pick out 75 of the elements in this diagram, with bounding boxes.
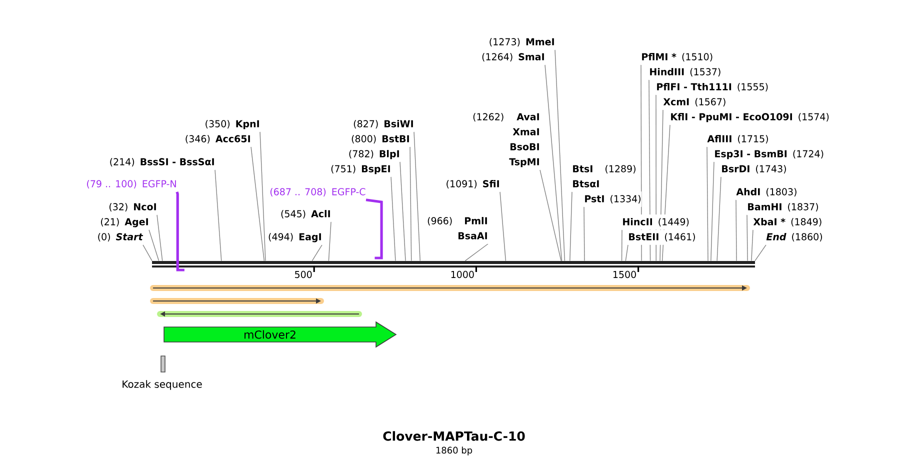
leader-line bbox=[554, 50, 566, 262]
leader-line bbox=[142, 244, 152, 262]
leader-line bbox=[746, 214, 748, 262]
cut-site-label: BstEII (1461) bbox=[629, 232, 695, 242]
cut-site-label: XcmI (1567) bbox=[663, 98, 726, 106]
leader-line bbox=[464, 244, 488, 262]
cut-site-label: (827) BsiWI bbox=[354, 120, 413, 128]
leader-line bbox=[640, 64, 642, 262]
leader-line bbox=[410, 146, 412, 262]
leader-line bbox=[312, 244, 322, 262]
cut-site-label: (1262) AvaI XmaI BsoBI TspMI bbox=[473, 112, 539, 168]
caption: 1860 bp bbox=[436, 446, 472, 456]
cut-site-label: (1264) SmaI bbox=[482, 52, 544, 62]
leader-line bbox=[625, 244, 628, 262]
leader-line bbox=[214, 170, 222, 262]
leader-line bbox=[736, 200, 737, 262]
cut-site-label: (800) BstBI bbox=[352, 134, 409, 144]
cut-site-label: (21) AgeI bbox=[101, 218, 148, 228]
leader-line bbox=[148, 230, 160, 262]
cut-site-label: XbaI * (1849) bbox=[753, 218, 822, 226]
cut-site-label: (494) EagI bbox=[268, 232, 321, 242]
cut-site-label: PflFI - Tth111I (1555) bbox=[657, 82, 768, 92]
cut-site-label: HindIII (1537) bbox=[650, 68, 720, 76]
leader-line bbox=[716, 176, 722, 262]
primer-label: (79 .. 100) EGFP-N bbox=[87, 180, 176, 188]
scale-label: 1500 bbox=[613, 270, 636, 278]
leader-line bbox=[156, 214, 163, 262]
cut-site-label: (1273) MmeI bbox=[490, 38, 554, 46]
cut-site-label: (782) BlpI bbox=[349, 150, 399, 160]
leader-line bbox=[570, 192, 572, 262]
leader-line bbox=[544, 64, 562, 262]
leader-line bbox=[366, 198, 383, 260]
cut-site-label: BsrDI (1743) bbox=[722, 164, 786, 174]
cut-site-label: (751) BspEI bbox=[331, 164, 390, 174]
leader-line bbox=[754, 244, 766, 262]
cut-site-label: (966) PmlI BsaAI bbox=[428, 216, 487, 240]
cut-site-label: PstI (1334) bbox=[585, 194, 640, 204]
leader-line bbox=[390, 176, 396, 262]
leader-line bbox=[584, 206, 585, 262]
cut-site-label: (32) NcoI bbox=[109, 202, 156, 212]
leader-line bbox=[400, 162, 406, 262]
leader-line bbox=[710, 162, 714, 262]
cut-site-label: End (1860) bbox=[766, 232, 822, 242]
leader-line bbox=[250, 146, 265, 262]
scale-label: 500 bbox=[295, 270, 312, 278]
cut-site-label: (346) Acc65I bbox=[186, 134, 250, 144]
leader-line bbox=[660, 110, 664, 262]
cut-site-label: (1091) SfiI bbox=[446, 180, 499, 188]
scale-label: 1000 bbox=[451, 270, 474, 278]
cut-site-label: BamHI (1837) bbox=[748, 202, 818, 212]
dna-backbone-drawing bbox=[152, 261, 755, 272]
leader-line bbox=[176, 192, 184, 272]
title: Clover-MAPTau-C-10 bbox=[383, 431, 525, 441]
primer-label: (687 .. 708) EGFP-C bbox=[270, 188, 366, 196]
leader-line bbox=[706, 146, 708, 262]
cut-site-label: Esp3I - BsmBI (1724) bbox=[715, 150, 824, 160]
leader-line bbox=[621, 230, 622, 262]
cut-site-label: KflI - PpuMI - EcoO109I (1574) bbox=[671, 112, 829, 122]
leader-line bbox=[414, 132, 420, 262]
cut-site-label: (545) AclI bbox=[281, 210, 330, 218]
cut-site-label: AflIII (1715) bbox=[707, 134, 768, 144]
leader-line bbox=[328, 222, 332, 262]
leader-line bbox=[260, 132, 266, 262]
cut-site-label: PflMI * (1510) bbox=[642, 52, 712, 62]
cut-site-label: (0) Start bbox=[98, 232, 144, 242]
leader-line bbox=[648, 80, 651, 262]
leader-line bbox=[751, 230, 754, 262]
cut-site-label: (214) BssSI - BssSαI bbox=[110, 158, 214, 166]
cut-site-label: HincII (1449) bbox=[623, 218, 689, 226]
leader-line bbox=[662, 124, 670, 262]
cut-site-label: (350) KpnI bbox=[206, 120, 259, 130]
leader-line bbox=[500, 192, 506, 262]
cut-site-label: AhdI (1803) bbox=[736, 188, 796, 196]
cut-site-label: BtsI (1289) BtsαI bbox=[573, 164, 636, 188]
leader-line bbox=[540, 170, 562, 262]
